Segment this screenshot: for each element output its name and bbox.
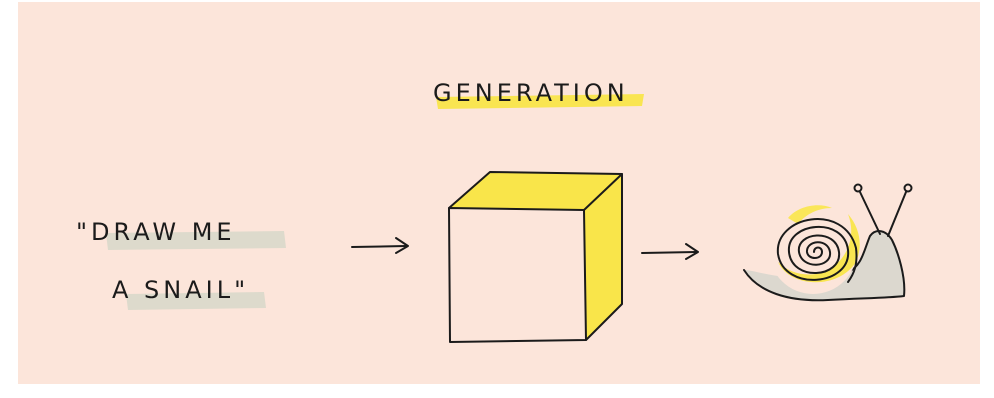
diagram-canvas: GENERATION "DRAW ME A SNAIL" [18,2,980,384]
right-arrow-icon [352,238,408,253]
prompt-line1: "DRAW ME [76,218,236,246]
cube-icon [449,172,622,342]
title-group: GENERATION [433,79,644,109]
cube-front-face [449,208,586,342]
diagram-svg: GENERATION "DRAW ME A SNAIL" [18,2,980,384]
snail-icon [744,185,912,301]
title: GENERATION [433,79,629,107]
right-arrow-icon [642,244,698,259]
prompt-line2: A SNAIL" [112,276,249,304]
prompt-group: "DRAW ME A SNAIL" [76,218,286,310]
